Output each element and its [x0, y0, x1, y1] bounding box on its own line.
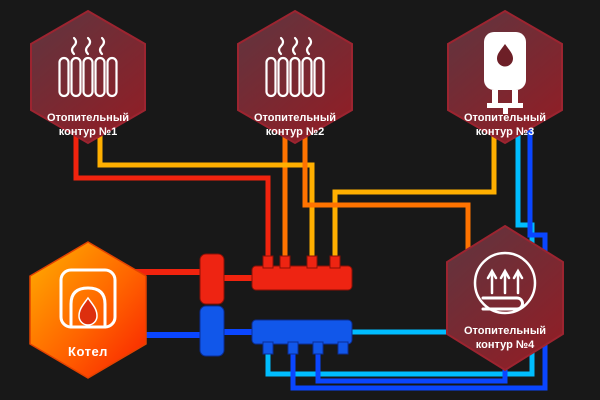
node-circuit1: Отопительный контур №1	[30, 9, 146, 145]
pipe-circuit4-supply	[302, 132, 471, 282]
hydraulic-separator	[199, 253, 225, 357]
return-manifold-stub	[262, 341, 274, 355]
pipe-circuit1-supply	[73, 132, 271, 266]
supply-manifold-stub	[329, 255, 341, 269]
node-boiler: Котел	[29, 241, 147, 379]
return-manifold-stub	[312, 341, 324, 355]
circuit3-label-line1: Отопительный	[464, 112, 546, 124]
supply-manifold-stub	[262, 255, 274, 269]
return-manifold-stub	[337, 341, 349, 355]
circuit2-label-line1: Отопительный	[254, 112, 336, 124]
circuit1-label-line1: Отопительный	[47, 112, 129, 124]
node-circuit2: Отопительный контур №2	[237, 9, 353, 145]
pipe-circuit3-supply	[332, 128, 497, 266]
supply-manifold-stub	[306, 255, 318, 269]
separator-cold-side	[199, 305, 225, 357]
circuit4-label-line2: контур №4	[476, 339, 535, 351]
circuit1-hexagon	[30, 9, 146, 145]
node-circuit4: Отопительный контур №4	[446, 224, 564, 372]
supply-manifold-body	[251, 265, 353, 291]
supply-manifold-stub	[279, 255, 291, 269]
node-circuit3: Отопительный контур №3	[447, 9, 563, 145]
circuit1-label-line2: контур №1	[59, 126, 118, 138]
pipe-circuit1-return	[97, 132, 315, 266]
circuit2-label-line2: контур №2	[266, 126, 325, 138]
separator-hot-side	[199, 253, 225, 305]
circuit3-label-line2: контур №3	[476, 126, 535, 138]
circuit2-hexagon	[237, 9, 353, 145]
underfloor-heating-icon	[473, 251, 537, 315]
return-manifold	[251, 319, 353, 355]
water-heater-icon	[484, 32, 526, 114]
return-manifold-body	[251, 319, 353, 345]
boiler-label: Котел	[68, 344, 108, 359]
return-manifold-stub	[287, 341, 299, 355]
supply-manifold	[251, 255, 353, 291]
boiler-flame-icon	[59, 268, 117, 329]
circuit4-label-line1: Отопительный	[464, 325, 546, 337]
